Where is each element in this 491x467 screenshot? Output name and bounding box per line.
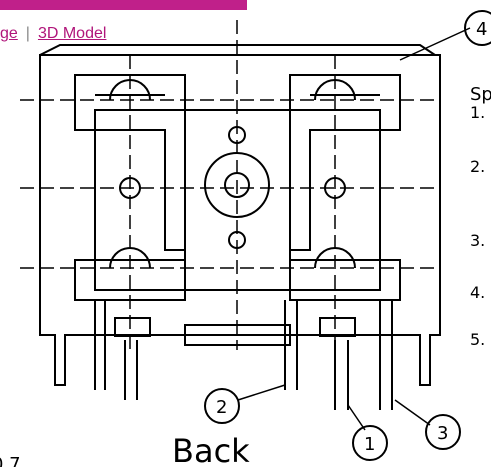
callout-1-circle [352, 425, 388, 461]
pin-1 [334, 340, 349, 410]
terminal-left-upper [74, 74, 186, 251]
nav-separator: | [25, 25, 30, 42]
image-tab-link[interactable]: ge [0, 25, 18, 42]
pin-3 [379, 300, 393, 410]
3d-model-tab-link[interactable]: 3D Model [37, 25, 107, 42]
leader-3 [394, 399, 431, 426]
callout-3-circle [425, 414, 461, 450]
view-switch-nav: ge | 3D Model [0, 25, 106, 47]
pin-4 [284, 300, 298, 390]
pin-5 [94, 300, 106, 390]
leader-2 [237, 384, 286, 401]
leader-1 [347, 404, 366, 431]
housing-top-rail [39, 44, 436, 56]
center-lines [20, 20, 435, 350]
housing-outline [39, 54, 441, 386]
callout-2-circle [204, 388, 240, 424]
accent-top-bar [0, 0, 247, 10]
leader-4 [399, 27, 471, 61]
terminal-right-upper [289, 74, 401, 251]
terminal-right-lower [289, 259, 401, 301]
contact-block-right [319, 317, 356, 337]
callout-4-circle [464, 10, 491, 46]
pin-2 [124, 340, 138, 400]
contact-block-left [114, 317, 151, 337]
